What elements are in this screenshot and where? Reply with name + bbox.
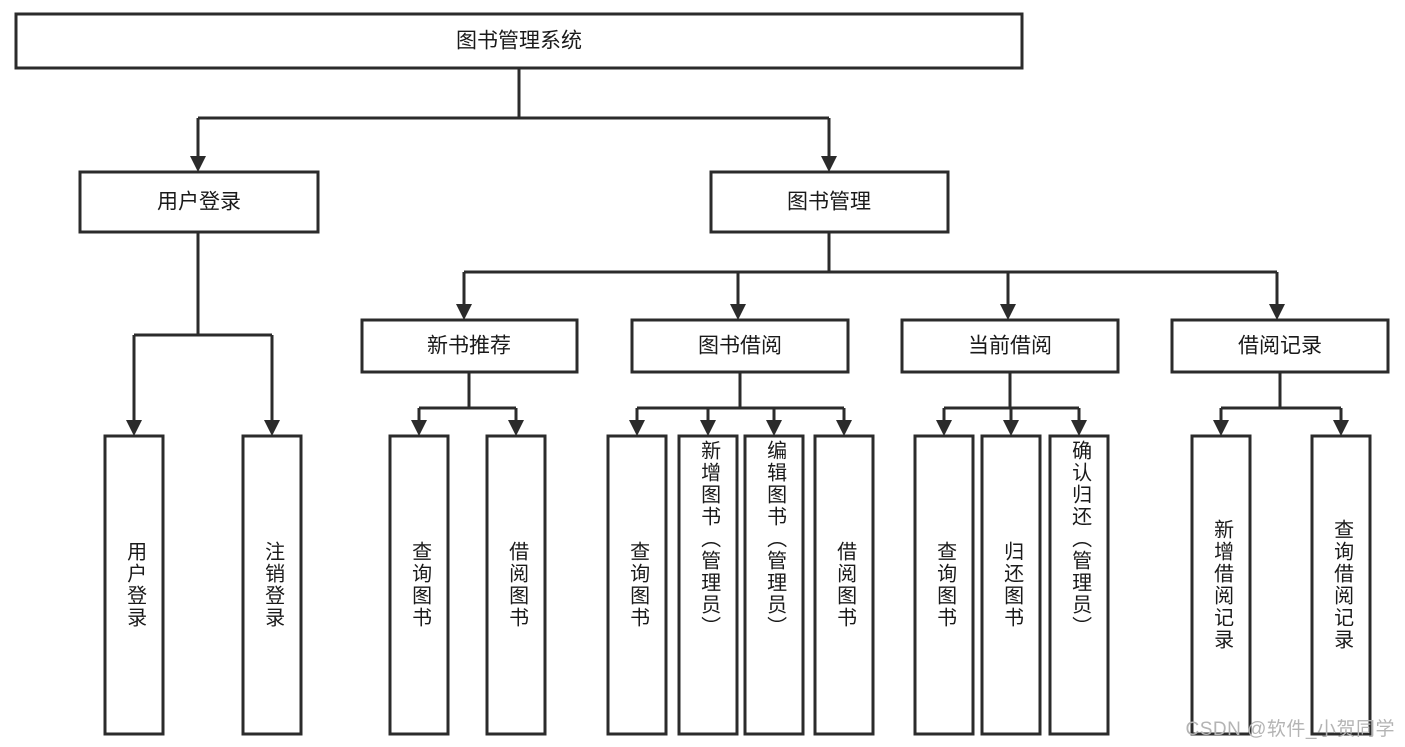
leaf-boxes xyxy=(103,434,1372,736)
node-book-manage[interactable]: 图书管理 xyxy=(709,170,950,234)
node-root[interactable]: 图书管理系统 xyxy=(14,12,1024,70)
arrowhead-cb-leaf-1 xyxy=(936,420,952,436)
node-user-login-box[interactable] xyxy=(78,170,320,234)
node-new-book-recommend-label: 新书推荐 xyxy=(427,335,511,358)
node-borrow-record[interactable]: 借阅记录 xyxy=(1170,318,1390,374)
node-book-manage-box[interactable] xyxy=(709,170,950,234)
edges-borrow-record-to-leaves xyxy=(1213,372,1349,436)
leaf-box-br-query-record[interactable] xyxy=(1310,434,1372,736)
arrowhead-current-borrow xyxy=(1000,304,1016,320)
node-user-login-label: 用户登录 xyxy=(157,191,241,214)
node-borrow-record-label: 借阅记录 xyxy=(1238,335,1322,358)
arrowhead-bb-leaf-3 xyxy=(766,420,782,436)
arrowhead-br-leaf-2 xyxy=(1333,420,1349,436)
node-book-borrow-box[interactable] xyxy=(630,318,850,374)
edges-root-to-level2 xyxy=(190,68,837,172)
arrowhead-cb-leaf-3 xyxy=(1071,420,1087,436)
leaf-box-cb-confirm-return[interactable] xyxy=(1048,434,1110,736)
node-new-book-recommend-box[interactable] xyxy=(360,318,579,374)
node-borrow-record-box[interactable] xyxy=(1170,318,1390,374)
leaf-box-logout[interactable] xyxy=(241,434,303,736)
node-current-borrow-box[interactable] xyxy=(900,318,1120,374)
arrowhead-nb-leaf-1 xyxy=(411,420,427,436)
leaf-box-bb-edit-book[interactable] xyxy=(743,434,805,736)
arrowhead-leaf-logout xyxy=(264,420,280,436)
leaf-box-cb-return-book[interactable] xyxy=(980,434,1042,736)
node-new-book-recommend[interactable]: 新书推荐 xyxy=(360,318,579,374)
arrowhead-nb-leaf-2 xyxy=(508,420,524,436)
leaf-box-cb-query-book[interactable] xyxy=(913,434,975,736)
node-root-box[interactable] xyxy=(14,12,1024,70)
edges-current-borrow-to-leaves xyxy=(936,372,1087,436)
edges-book-manage-to-level3 xyxy=(456,232,1285,320)
edges-user-login-to-leaves xyxy=(126,232,280,436)
node-current-borrow[interactable]: 当前借阅 xyxy=(900,318,1120,374)
csdn-watermark: CSDN @软件_小贺同学 xyxy=(1185,719,1395,740)
arrowhead-cb-leaf-2 xyxy=(1003,420,1019,436)
leaf-box-br-add-record[interactable] xyxy=(1190,434,1252,736)
leaf-box-nb-borrow-book[interactable] xyxy=(485,434,547,736)
leaf-box-bb-add-book[interactable] xyxy=(677,434,739,736)
arrowhead-user-login xyxy=(190,156,206,172)
node-root-label: 图书管理系统 xyxy=(456,30,582,53)
edges-book-borrow-to-leaves xyxy=(629,372,852,436)
arrowhead-bb-leaf-4 xyxy=(836,420,852,436)
arrowhead-bb-leaf-2 xyxy=(700,420,716,436)
arrowhead-br-leaf-1 xyxy=(1213,420,1229,436)
leaf-box-bb-borrow-book[interactable] xyxy=(813,434,875,736)
node-book-borrow[interactable]: 图书借阅 xyxy=(630,318,850,374)
arrowhead-new-book xyxy=(456,304,472,320)
arrowhead-book-manage xyxy=(821,156,837,172)
node-current-borrow-label: 当前借阅 xyxy=(968,335,1052,358)
leaf-box-bb-query-book[interactable] xyxy=(606,434,668,736)
edges-new-book-to-leaves xyxy=(411,372,524,436)
arrowhead-borrow-record xyxy=(1269,304,1285,320)
node-user-login[interactable]: 用户登录 xyxy=(78,170,320,234)
leaf-box-user-login[interactable] xyxy=(103,434,165,736)
leaf-box-nb-query-book[interactable] xyxy=(388,434,450,736)
node-book-manage-label: 图书管理 xyxy=(787,191,871,214)
arrowhead-leaf-user-login xyxy=(126,420,142,436)
node-book-borrow-label: 图书借阅 xyxy=(698,335,782,358)
arrowhead-bb-leaf-1 xyxy=(629,420,645,436)
arrowhead-book-borrow xyxy=(730,304,746,320)
